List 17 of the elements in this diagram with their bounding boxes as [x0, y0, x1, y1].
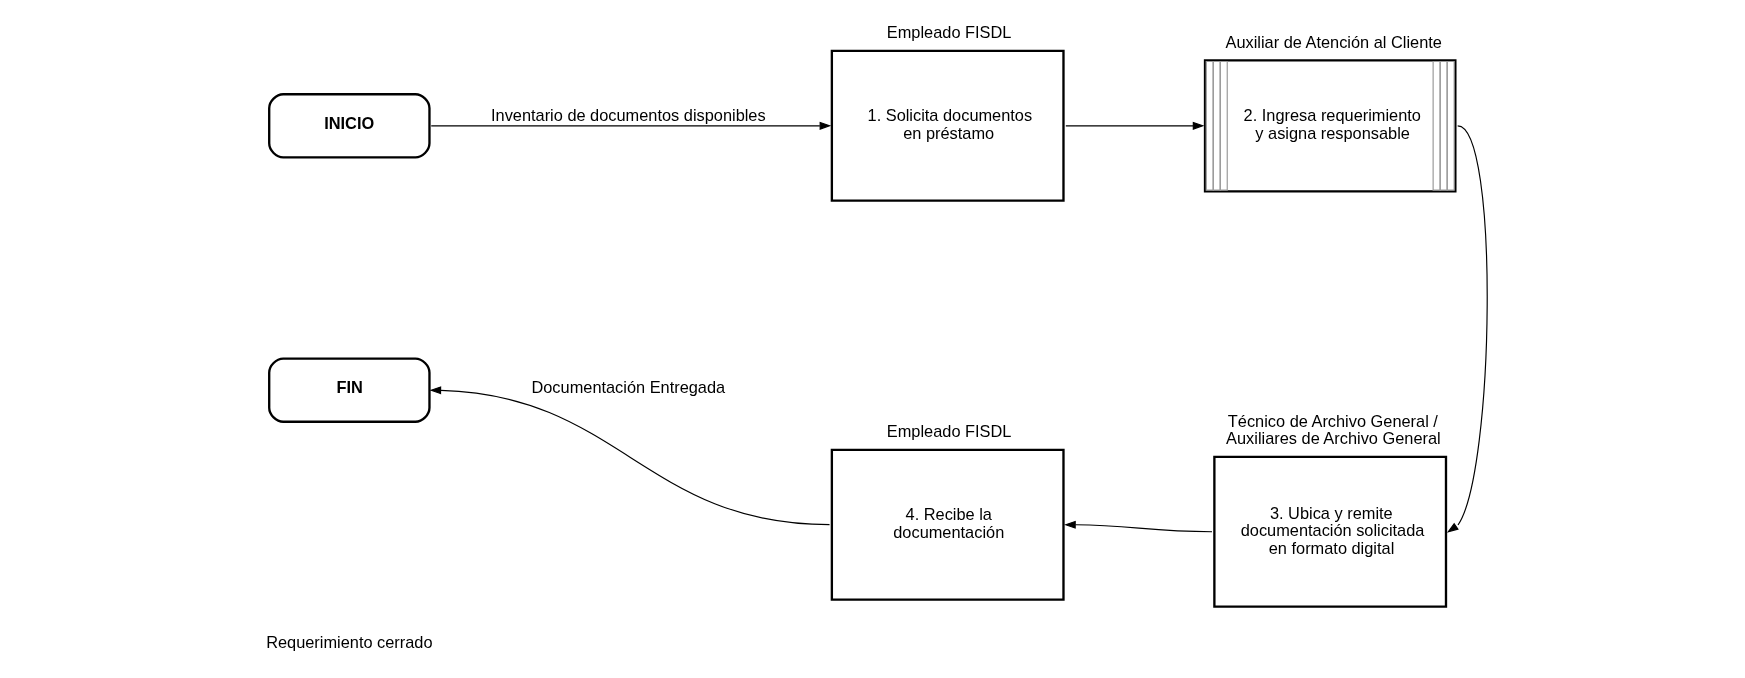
- arrow: [430, 121, 831, 130]
- node-box: 3. Ubica y remite documentación solicitada en formato digital: [1212, 455, 1447, 608]
- node-box: INICIO: [267, 93, 431, 159]
- arrow: [428, 386, 830, 526]
- arrow: [1064, 121, 1204, 130]
- node-label: Auxiliar de Atención al Cliente: [1224, 32, 1442, 51]
- node-label: Empleado FISDL: [886, 23, 1011, 42]
- node-label: Empleado FISDL: [886, 422, 1011, 441]
- arrow: [1063, 520, 1213, 533]
- arrow: [1446, 125, 1488, 533]
- node-box: FIN: [267, 357, 431, 423]
- label: Requerimiento cerrado: [265, 633, 433, 652]
- node-box: 1. Solicita documentos en préstamo: [830, 49, 1065, 202]
- node-label: Técnico de Archivo General / Auxiliares de Archivo General: [1225, 411, 1441, 448]
- node-box: 4. Recibe la documentación: [830, 448, 1065, 601]
- edge-label: Documentación Entregada: [530, 377, 725, 396]
- edge-label: Inventario de documentos disponibles: [490, 106, 766, 125]
